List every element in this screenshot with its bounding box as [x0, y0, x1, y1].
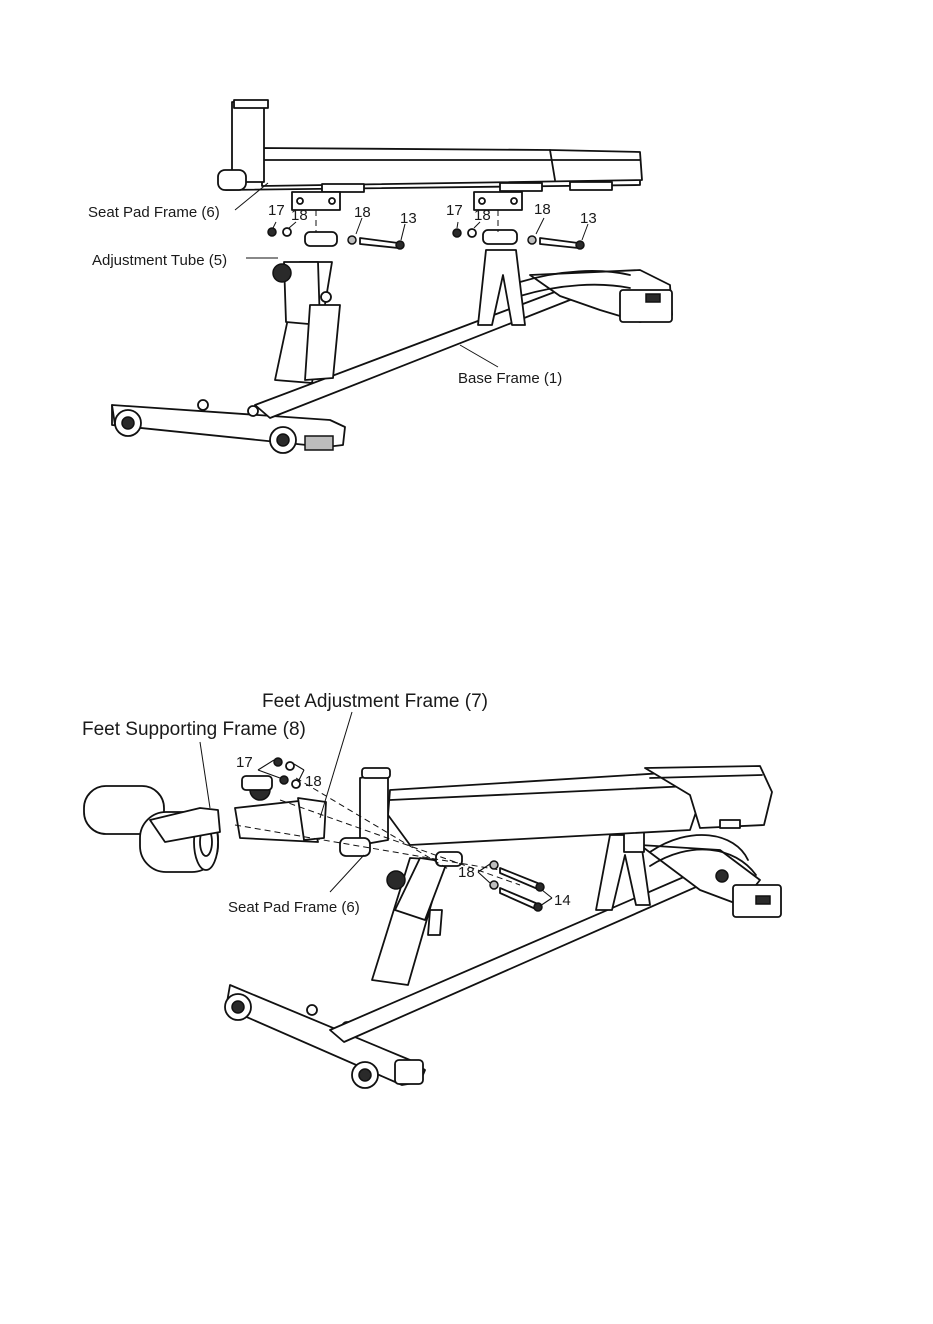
label-seat-pad-frame-top: Seat Pad Frame (6) — [88, 204, 220, 221]
part-number-17: 17 — [236, 754, 253, 771]
label-base-frame: Base Frame (1) — [458, 370, 562, 387]
bottom-feet-adjustment-post — [360, 772, 388, 845]
part-number-18: 18 — [474, 207, 491, 224]
bottom-bench-illustration — [84, 758, 781, 1088]
label-seat-pad-frame-bottom: Seat Pad Frame (6) — [228, 899, 360, 916]
part-number-14: 14 — [554, 892, 571, 909]
part-number-18: 18 — [291, 207, 308, 224]
part-number-18: 18 — [534, 201, 551, 218]
part-number-17: 17 — [268, 202, 285, 219]
part-number-18: 18 — [354, 204, 371, 221]
part-number-13: 13 — [400, 210, 417, 227]
part-number-18: 18 — [305, 773, 322, 790]
part-number-18: 18 — [458, 864, 475, 881]
top-seat-pad — [262, 148, 642, 186]
bottom-seat-pad — [388, 772, 700, 845]
part-number-13: 13 — [580, 210, 597, 227]
label-adjustment-tube: Adjustment Tube (5) — [92, 252, 227, 269]
label-feet-supporting-frame: Feet Supporting Frame (8) — [82, 719, 306, 740]
part-number-17: 17 — [446, 202, 463, 219]
top-bench-illustration — [112, 100, 672, 453]
label-feet-adjustment-frame: Feet Adjustment Frame (7) — [262, 691, 488, 712]
